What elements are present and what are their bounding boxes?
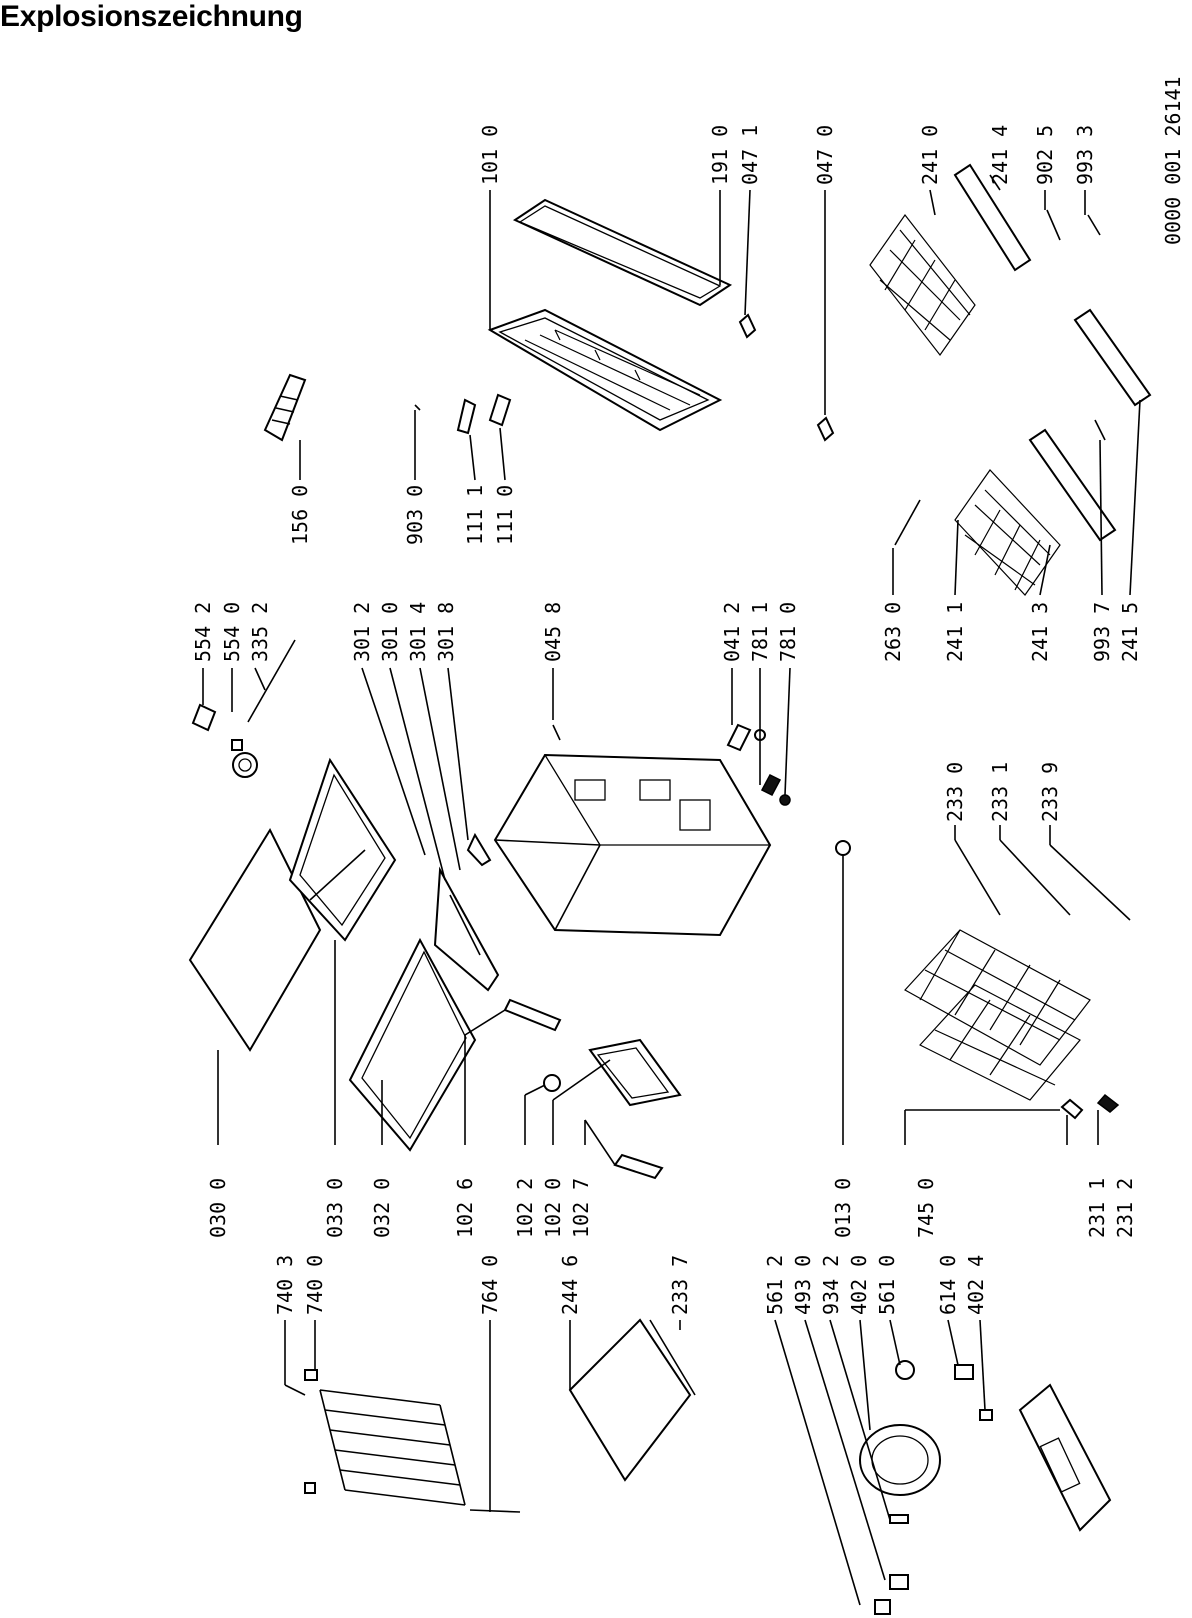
part-label: 033 0 bbox=[323, 1178, 347, 1238]
part-label: 047 0 bbox=[813, 125, 837, 185]
part-label: 745 0 bbox=[914, 1178, 938, 1238]
part-label: 045 8 bbox=[541, 602, 565, 662]
small-basket-part bbox=[894, 428, 1117, 596]
part-label: 156 0 bbox=[288, 485, 312, 545]
screw-parts bbox=[552, 724, 851, 856]
part-label: 233 0 bbox=[943, 762, 967, 822]
lock-parts bbox=[414, 393, 512, 435]
part-label: 233 9 bbox=[1038, 762, 1062, 822]
part-label: 764 0 bbox=[478, 1255, 502, 1315]
part-label: 013 0 bbox=[831, 1178, 855, 1238]
lid-liner-part bbox=[288, 757, 397, 942]
part-label: 191 0 bbox=[708, 125, 732, 185]
part-label: 102 2 bbox=[513, 1178, 537, 1238]
part-label: 263 0 bbox=[881, 602, 905, 662]
evaporator-lid-part bbox=[487, 198, 733, 432]
part-label: 740 3 bbox=[273, 1255, 297, 1315]
part-label: 301 2 bbox=[350, 602, 374, 662]
part-label: 561 2 bbox=[763, 1255, 787, 1315]
part-label: 301 0 bbox=[378, 602, 402, 662]
part-label: 903 0 bbox=[403, 485, 427, 545]
part-label: 111 1 bbox=[463, 485, 487, 545]
part-label: 934 2 bbox=[819, 1255, 843, 1315]
part-label: 101 0 bbox=[478, 125, 502, 185]
part-label: 231 1 bbox=[1085, 1178, 1109, 1238]
document-number: 0000 001 26141 bbox=[1161, 76, 1185, 245]
basket-divider-parts bbox=[1073, 214, 1152, 441]
part-label: 301 8 bbox=[434, 602, 458, 662]
part-label: 554 0 bbox=[220, 602, 244, 662]
part-label: 493 0 bbox=[791, 1255, 815, 1315]
part-label: 030 0 bbox=[206, 1178, 230, 1238]
part-label: 241 0 bbox=[918, 125, 942, 185]
part-label: 993 7 bbox=[1090, 602, 1114, 662]
rack-clip-parts bbox=[1060, 1093, 1120, 1120]
part-label: 244 6 bbox=[558, 1255, 582, 1315]
part-label: 902 5 bbox=[1033, 125, 1057, 185]
cabinet-body-part bbox=[493, 753, 772, 937]
part-label: 614 0 bbox=[936, 1255, 960, 1315]
large-basket-part bbox=[869, 163, 1061, 357]
part-label: 041 2 bbox=[720, 602, 744, 662]
part-label: 102 6 bbox=[453, 1178, 477, 1238]
part-label: 231 2 bbox=[1113, 1178, 1137, 1238]
part-label: 102 0 bbox=[541, 1178, 565, 1238]
part-label: 781 0 bbox=[776, 602, 800, 662]
part-label: 241 4 bbox=[988, 125, 1012, 185]
part-label: 402 0 bbox=[847, 1255, 871, 1315]
leader-lines bbox=[202, 174, 1141, 1606]
part-label: 233 7 bbox=[668, 1255, 692, 1315]
part-label: 111 0 bbox=[493, 485, 517, 545]
part-label: 740 0 bbox=[303, 1255, 327, 1315]
hinge-parts bbox=[503, 998, 682, 1180]
lid-panel-part bbox=[188, 827, 322, 1052]
part-label: 233 1 bbox=[988, 762, 1012, 822]
part-label: 032 0 bbox=[370, 1178, 394, 1238]
door-spring-parts bbox=[191, 639, 296, 778]
part-label: 241 5 bbox=[1118, 602, 1142, 662]
part-label: 561 0 bbox=[875, 1255, 899, 1315]
part-label: 402 4 bbox=[964, 1255, 988, 1315]
part-label: 335 2 bbox=[248, 602, 272, 662]
part-label: 047 1 bbox=[738, 125, 762, 185]
part-label: 102 7 bbox=[569, 1178, 593, 1238]
part-label: 241 3 bbox=[1028, 602, 1052, 662]
wire-rack-part bbox=[904, 929, 1091, 1111]
condenser-part bbox=[304, 1369, 521, 1513]
lid-stop-parts bbox=[738, 190, 835, 442]
part-labels: 030 0 033 0 032 0 102 6 102 2 102 0 102 … bbox=[191, 125, 1142, 1315]
handle-strips-part bbox=[433, 832, 500, 992]
part-label: 993 3 bbox=[1073, 125, 1097, 185]
part-label: 301 4 bbox=[406, 602, 430, 662]
lid-frame-part bbox=[348, 937, 477, 1152]
part-label: 241 1 bbox=[943, 602, 967, 662]
page-title: Explosionszeichnung bbox=[0, 0, 303, 33]
compressor-part bbox=[859, 1360, 1112, 1615]
shelf-rails-part bbox=[954, 839, 1131, 921]
base-panel-part bbox=[568, 1318, 696, 1482]
ice-tray-part bbox=[263, 373, 307, 442]
part-label: 554 2 bbox=[191, 602, 215, 662]
part-label: 781 1 bbox=[748, 602, 772, 662]
